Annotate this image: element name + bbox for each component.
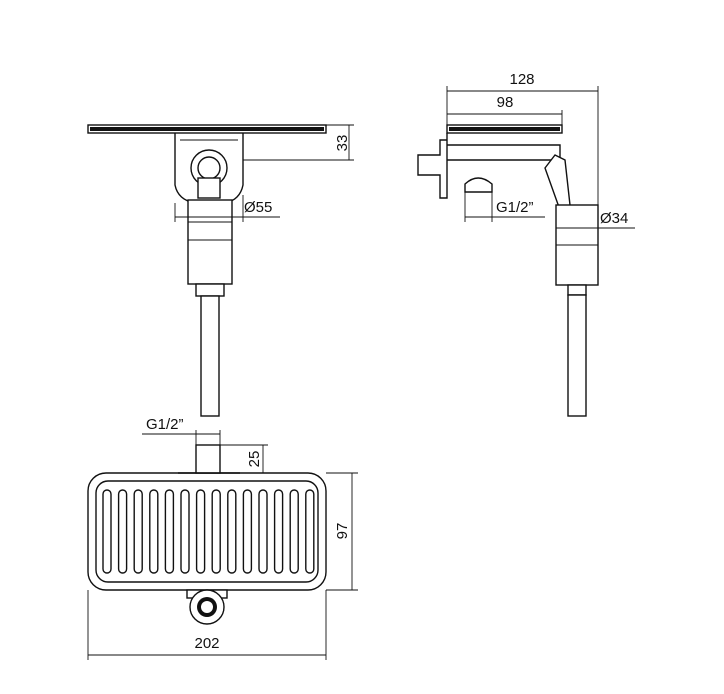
front-pipe [200,295,220,417]
side-outlet [464,177,493,193]
grille-slot [227,489,237,574]
grille-slot [195,489,206,574]
front-plate-top [90,127,324,131]
grille-slot [289,489,299,574]
side-plate-top [449,127,560,131]
grille-slot [258,489,268,574]
grille-slot [273,489,284,574]
dim-34-label: Ø34 [600,210,628,227]
side-ring [567,284,587,296]
top-swivel-center [201,601,213,613]
top-slots [102,489,315,574]
grille-slot [102,489,112,574]
grille-slot [242,489,253,574]
dim-55-label: Ø55 [244,199,272,216]
top-plate-inner [95,480,319,583]
grille-slot [180,489,190,574]
grille-slot [305,489,315,574]
dim-g12-side-label: G1/2” [496,199,534,216]
grille-slot [149,489,159,574]
dim-25-label: 25 [246,451,263,468]
side-arm [447,144,561,161]
grille-slot [164,489,175,574]
grille-slot [211,489,221,574]
dim-98-label: 98 [497,94,514,111]
dim-33-label: 33 [334,135,351,152]
front-view: 33 Ø55 [87,124,354,417]
front-ring [195,283,225,297]
grille-slot [117,489,128,574]
side-pipe [567,294,587,417]
dim-128-label: 128 [509,71,534,88]
side-wall-bracket [417,133,448,199]
dim-97-label: 97 [334,523,351,540]
front-body [187,199,233,285]
front-swivel-neck [197,177,221,199]
front-swivel-inner [197,156,221,180]
top-view: G1/2” 25 97 202 [87,416,358,660]
side-lever [544,154,571,211]
dim-g12-top-label: G1/2” [146,416,184,433]
top-stub [195,444,221,474]
side-view: 128 98 G1/2” Ø34 [417,71,635,417]
dim-202-label: 202 [194,635,219,652]
grille-slot [133,489,143,574]
